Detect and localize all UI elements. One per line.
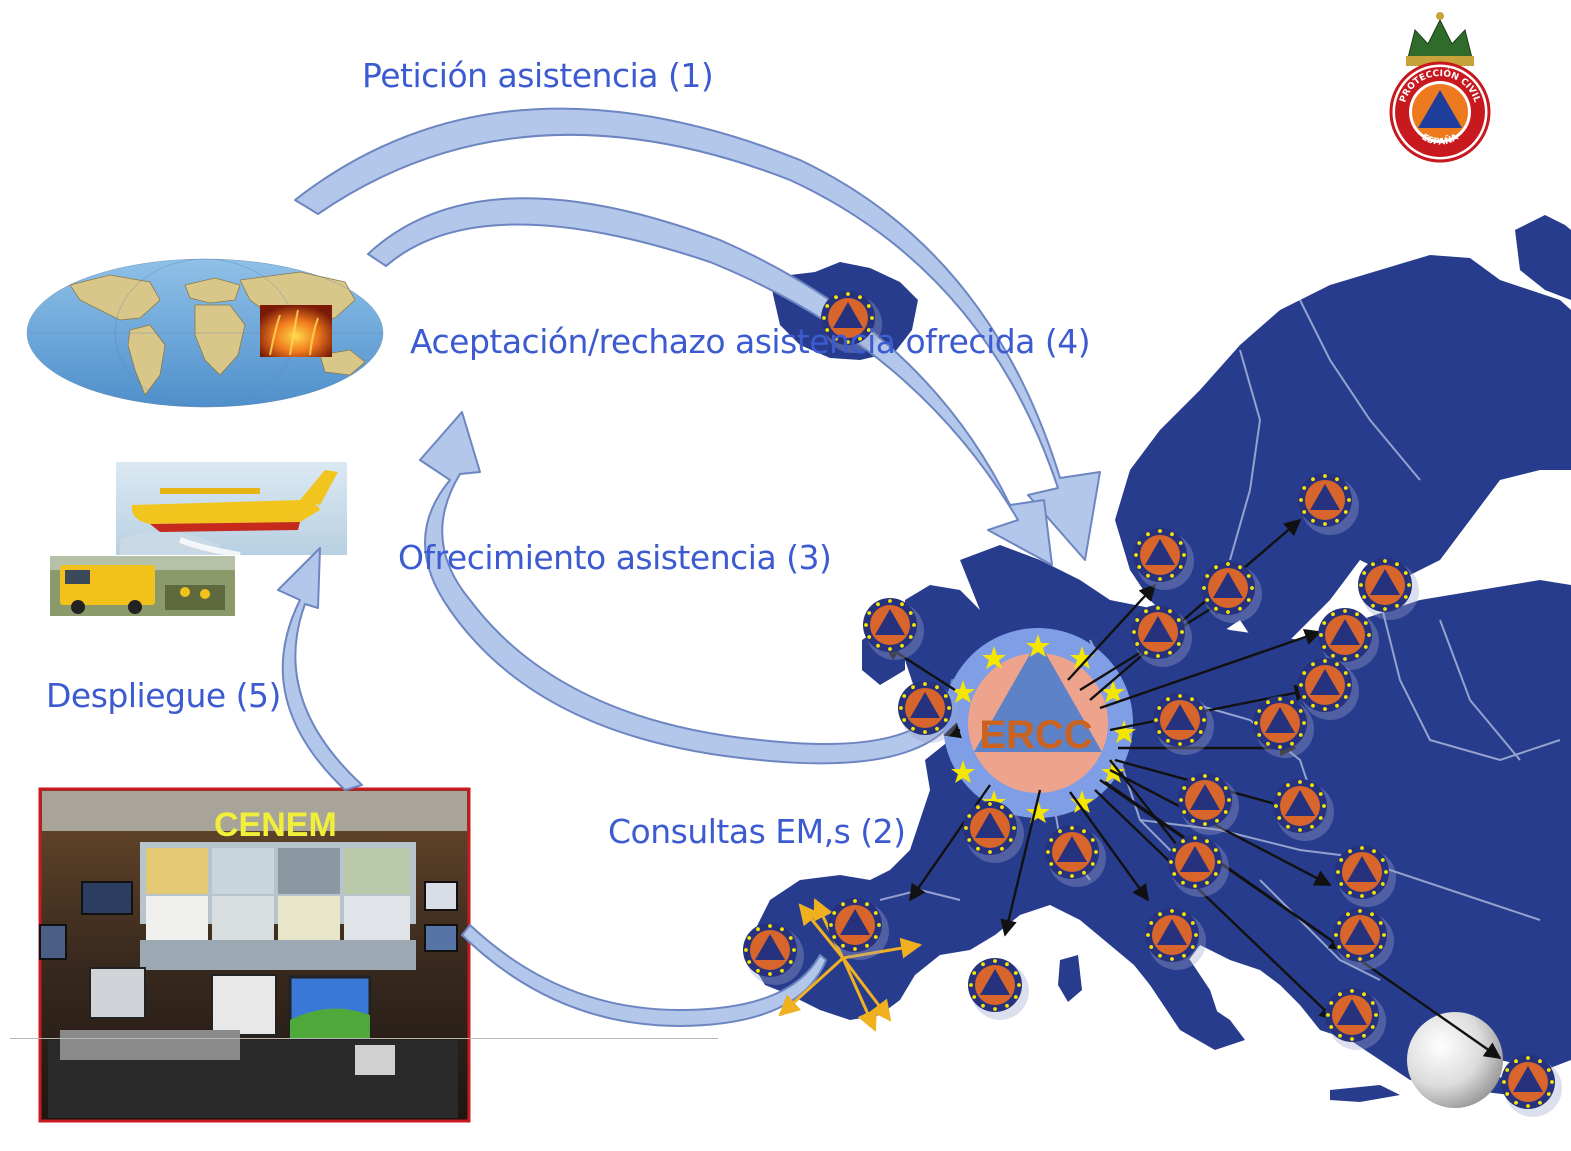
deploy-arrow xyxy=(277,547,363,791)
label-consult: Consultas EM,s (2) xyxy=(608,812,906,851)
crete-shape xyxy=(1330,1085,1400,1102)
label-deploy: Despliegue (5) xyxy=(46,676,281,715)
flow-arrows xyxy=(277,107,1101,1027)
label-request: Petición asistencia (1) xyxy=(362,56,714,95)
label-offer: Ofrecimiento asistencia (3) xyxy=(398,538,832,577)
sardinia-shape xyxy=(1058,955,1082,1002)
globe-decoration xyxy=(1407,1012,1503,1108)
cenem-photo: CENEM xyxy=(38,787,471,1123)
scandinavia-shape xyxy=(1115,255,1571,650)
proteccion-civil-logo: PROTECCIÓN CIVIL ESPAÑA xyxy=(1389,12,1491,163)
fire-truck-photo xyxy=(50,556,235,616)
node-malta xyxy=(968,958,1029,1020)
north-strip-shape xyxy=(1515,215,1571,300)
ercc-hub: ERCC xyxy=(943,628,1136,823)
world-map-image xyxy=(26,256,390,412)
divider-line xyxy=(10,1038,718,1039)
offer-arrow xyxy=(419,411,969,765)
svg-text:ESPAÑA: ESPAÑA xyxy=(1420,133,1461,148)
accept-arrow xyxy=(367,197,1053,566)
logo-text-bottom: ESPAÑA xyxy=(1420,133,1461,148)
ercc-label: ERCC xyxy=(979,713,1092,757)
aircraft-photo xyxy=(116,462,347,558)
request-arrow xyxy=(294,107,1101,561)
cenem-link-arrow xyxy=(461,924,827,1027)
label-accept: Aceptación/rechazo asistencia ofrecida (… xyxy=(410,322,1091,361)
cenem-label: CENEM xyxy=(214,806,337,844)
